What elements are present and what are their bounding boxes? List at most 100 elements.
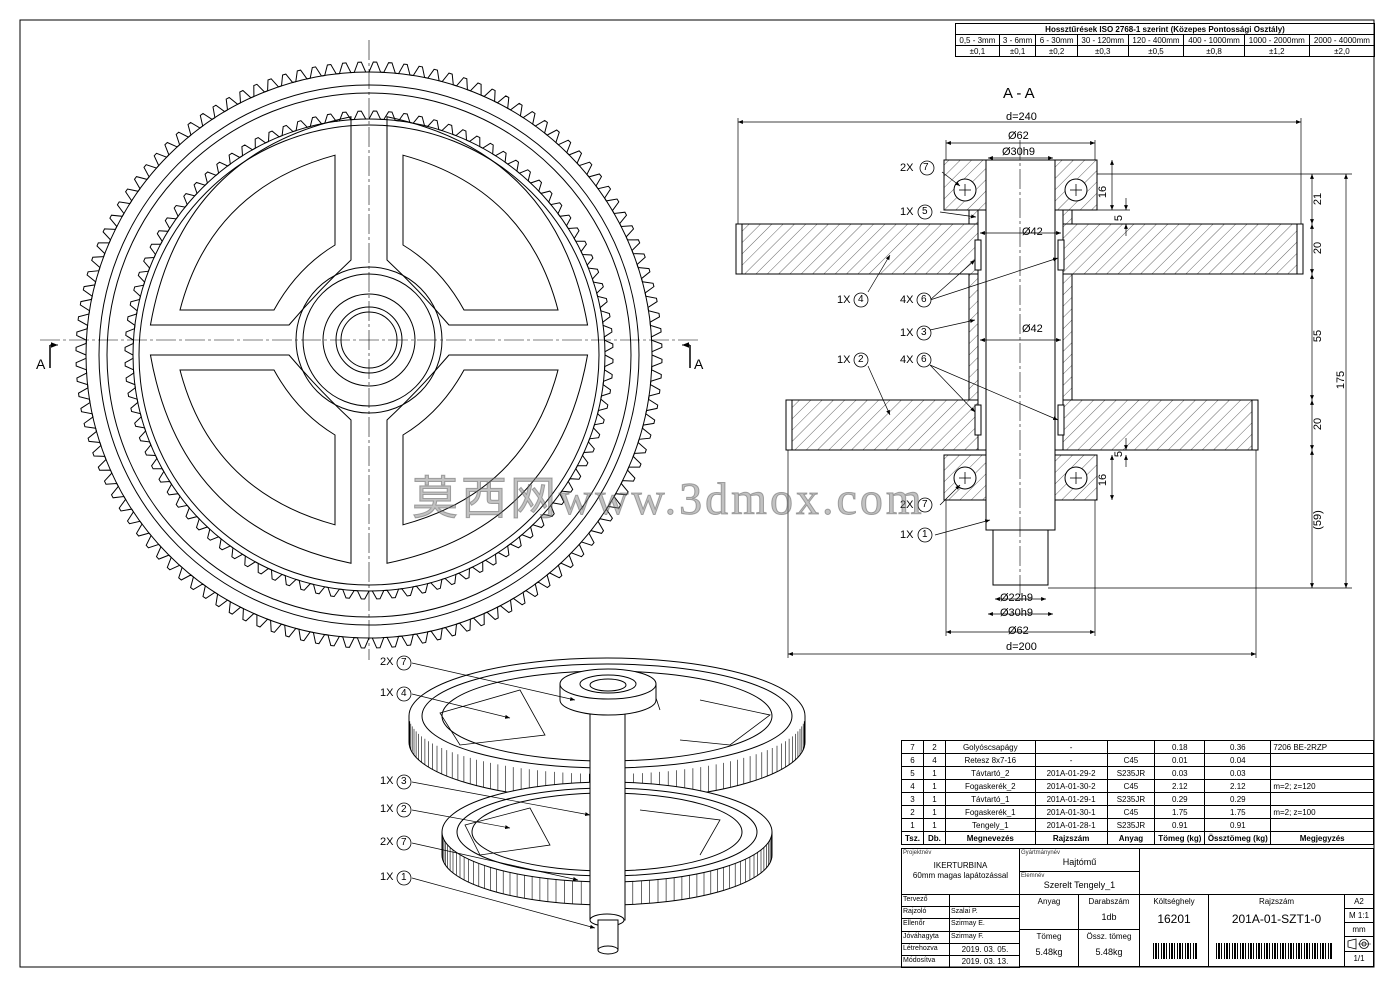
bom-cell: 0.18 <box>1154 740 1206 754</box>
koltseg-value: 16201 <box>1157 912 1191 926</box>
format: A2 <box>1354 897 1364 906</box>
anyag-label: Anyag <box>1037 897 1061 906</box>
bom-cell: Tengely_1 <box>944 818 1036 832</box>
callout-num: 4 <box>858 294 864 305</box>
bom-cell: 2.12 <box>1204 779 1272 793</box>
gyartmany-name: Hajtómű <box>1062 857 1097 867</box>
dim-v5a: 5 <box>1113 214 1126 222</box>
tomeg-value: 5.48kg <box>1035 947 1063 957</box>
role-label: Jóváhagyta <box>903 932 939 940</box>
bom-header: Db. <box>922 831 946 845</box>
callout-num: 7 <box>922 499 928 510</box>
callout-num: 6 <box>921 354 927 365</box>
tolerance-value: ±0,3 <box>1076 45 1129 57</box>
iso-callout-num: 3 <box>401 776 407 787</box>
bom-cell <box>1270 753 1374 767</box>
tolerance-value: ±0,1 <box>998 45 1037 57</box>
bom-cell <box>1270 818 1374 832</box>
bom-cell: 0.01 <box>1154 753 1206 767</box>
bom-cell: - <box>1034 740 1108 754</box>
dim-phi42-a: Ø42 <box>1022 226 1043 238</box>
bom-cell: C45 <box>1106 753 1156 767</box>
callout-qty: 1X <box>900 529 914 541</box>
unit: mm <box>1352 925 1366 934</box>
iso-callout-num: 1 <box>401 872 407 883</box>
dim-phi62-top: Ø62 <box>1008 130 1029 142</box>
bom-cell: 2 <box>922 740 946 754</box>
bom-cell: m=2; z=100 <box>1270 805 1374 819</box>
callout-num: 6 <box>921 294 927 305</box>
dim-phi30-top: Ø30h9 <box>1002 146 1036 158</box>
koltseg-label: Költséghely <box>1153 897 1195 906</box>
bom-cell: 1 <box>922 792 946 806</box>
iso-callout-qty: 1X <box>380 803 394 815</box>
section-title: A - A <box>1003 85 1035 102</box>
iso-callout-qty: 2X <box>380 656 394 668</box>
role-name: Szalai P. <box>951 908 978 916</box>
bom-header: Anyag <box>1106 831 1156 845</box>
iso-callout-qty: 1X <box>380 871 394 883</box>
bom-header: Össztömeg (kg) <box>1204 831 1272 845</box>
tolerance-range: 3 - 6mm <box>998 34 1037 46</box>
callout-qty: 1X <box>837 354 851 366</box>
role-label: Módosítva <box>903 957 936 964</box>
role-label: Ellenőr <box>903 920 925 928</box>
bom-cell: 0.04 <box>1204 753 1272 767</box>
tolerance-range: 1000 - 2000mm <box>1243 34 1310 46</box>
role-name: 2019. 03. 05. <box>961 944 1009 954</box>
bom-cell: m=2; z=120 <box>1270 779 1374 793</box>
dim-v21: 21 <box>1312 192 1325 206</box>
callout-num: 7 <box>923 162 929 173</box>
role-name: Szirmay F. <box>951 932 984 940</box>
role-name: Szirmay E. <box>951 920 985 928</box>
projection-symbol-icon <box>1347 938 1371 950</box>
tolerance-title: Hossztűrések ISO 2768-1 szerint (Közepes… <box>955 23 1375 35</box>
elem-label: Elemnév <box>1021 873 1045 879</box>
bom-cell: 7 <box>901 740 924 754</box>
bom-cell: 1 <box>901 818 924 832</box>
cut-label-right: A <box>694 356 704 372</box>
bom-cell: 0.03 <box>1204 766 1272 780</box>
tolerance-range: 2000 - 4000mm <box>1308 34 1376 46</box>
watermark: 莫西网www.3dmox.com <box>412 473 925 525</box>
tolerance-value: ±0,1 <box>955 45 1000 57</box>
bom-cell: - <box>1034 753 1108 767</box>
iso-callout-num: 4 <box>401 688 407 699</box>
dim-d240: d=240 <box>1006 111 1037 123</box>
bom-cell: 1 <box>922 779 946 793</box>
bom-cell: S235JR <box>1106 792 1156 806</box>
bom-cell: 1 <box>922 818 946 832</box>
role-label: Rajzoló <box>903 908 927 916</box>
tolerance-value: ±0,8 <box>1183 45 1245 57</box>
bom-cell: 4 <box>922 753 946 767</box>
bom-cell: 7206 BE-2RZP <box>1270 740 1374 754</box>
tolerance-value: ±1,2 <box>1243 45 1310 57</box>
bom-cell: 0.36 <box>1204 740 1272 754</box>
bom-cell: 0.91 <box>1204 818 1272 832</box>
callout-qty: 4X <box>900 354 914 366</box>
iso-callout-qty: 2X <box>380 836 394 848</box>
bom-cell: 1.75 <box>1204 805 1272 819</box>
bom-cell: 0.29 <box>1204 792 1272 806</box>
tolerance-value: ±0,5 <box>1127 45 1185 57</box>
dim-phi22: Ø22h9 <box>1000 592 1034 604</box>
bom-cell: S235JR <box>1106 766 1156 780</box>
dim-v20b: 20 <box>1312 417 1325 431</box>
bom-cell: 201A-01-30-1 <box>1034 805 1108 819</box>
bom-cell: Távtartó_2 <box>944 766 1036 780</box>
role-name: 2019. 03. 13. <box>961 957 1009 966</box>
bom-cell: Fogaskerék_1 <box>944 805 1036 819</box>
dim-v59: (59) <box>1311 510 1324 530</box>
ossz-tomeg-label: Össz. tömeg <box>1086 932 1132 941</box>
ossz-tomeg-value: 5.48kg <box>1095 947 1123 957</box>
rajzszam-label: Rajzszám <box>1258 897 1295 906</box>
rajzszam-value: 201A-01-SZT1-0 <box>1231 912 1322 926</box>
bom-cell: 3 <box>901 792 924 806</box>
callout-num: 3 <box>921 327 927 338</box>
gyartmany-label: Gyártmánynév <box>1021 850 1061 856</box>
bom-header: Tömeg (kg) <box>1154 831 1206 845</box>
bom-cell: 0.91 <box>1154 818 1206 832</box>
